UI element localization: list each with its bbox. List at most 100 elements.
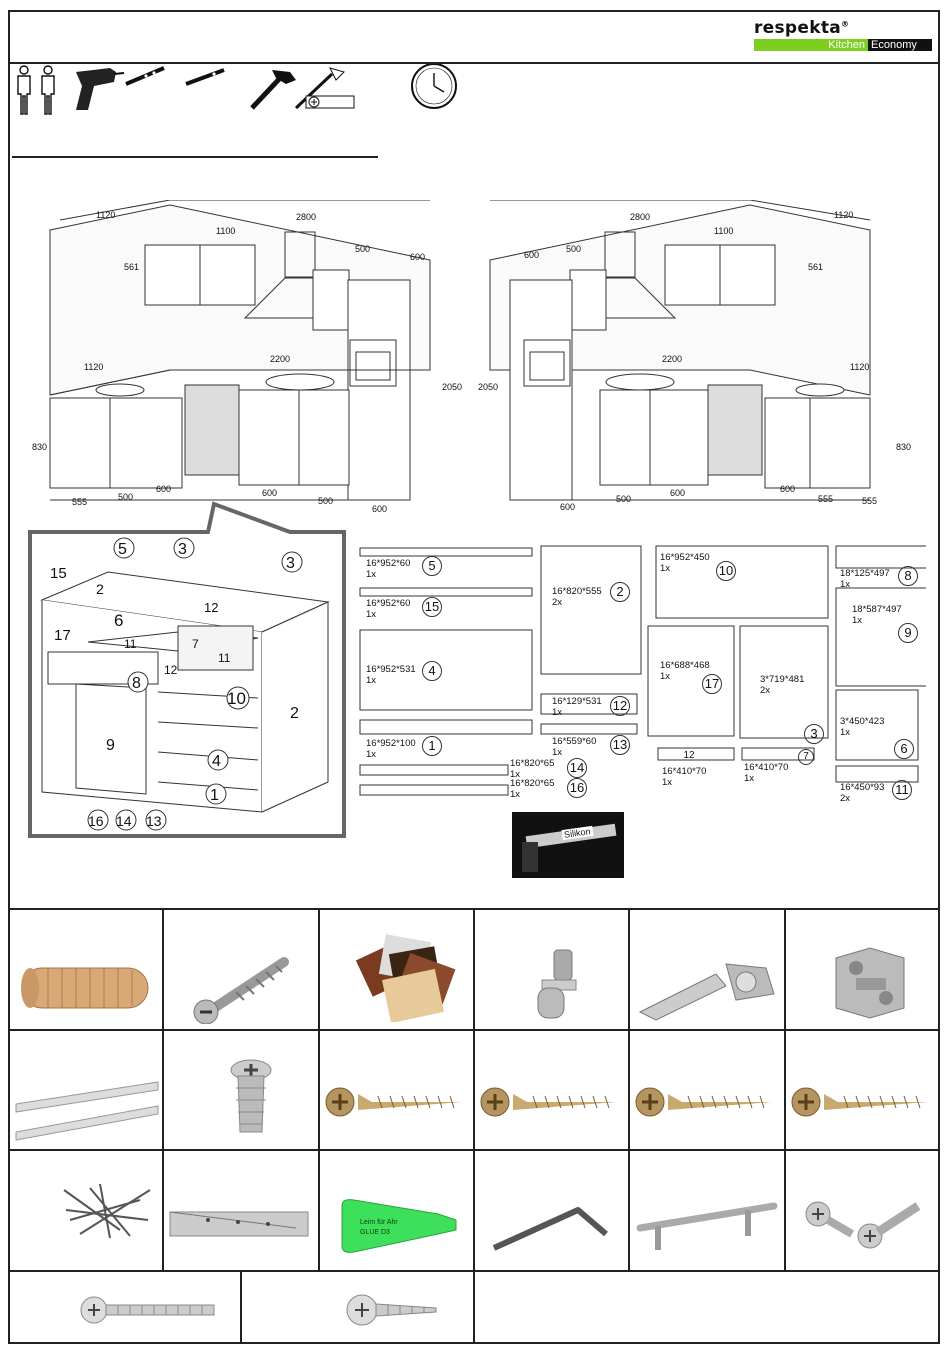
wood-screw-icon bbox=[635, 1087, 772, 1117]
part-15-number: 15 bbox=[422, 597, 442, 617]
part-10-number: 10 bbox=[716, 561, 736, 581]
dim-right-b555b: 555 bbox=[862, 496, 877, 506]
part-8-number: 8 bbox=[898, 566, 918, 586]
dim-left-f600: 600 bbox=[262, 488, 277, 498]
dim-left-f600b: 600 bbox=[372, 504, 387, 514]
part-17-number: 17 bbox=[702, 674, 722, 694]
dim-left-b500: 500 bbox=[118, 492, 133, 502]
dim-left-w600: 600 bbox=[410, 252, 425, 262]
dim-left-f500: 500 bbox=[318, 496, 333, 506]
dim-left-base-height: 830 bbox=[32, 442, 47, 452]
part-6-number: 6 bbox=[894, 739, 914, 759]
part-16-number: 16 bbox=[567, 778, 587, 798]
dim-right-w500: 500 bbox=[566, 244, 581, 254]
dim-right-total: 2800 bbox=[630, 212, 650, 222]
brand-tag-kitchen: Kitchen bbox=[754, 39, 868, 51]
confirmat-screw-icon bbox=[193, 957, 289, 1024]
drill-bit-small-icon bbox=[185, 68, 225, 86]
wood-screw-icon bbox=[325, 1087, 462, 1117]
kitchen-layout-drawings: 1120 2800 1100 561 500 600 1120 2200 205… bbox=[32, 200, 911, 514]
part-7-number: 7 bbox=[798, 749, 814, 765]
exploded-label-10: 10 bbox=[227, 689, 246, 708]
two-persons-icon bbox=[17, 65, 55, 115]
silikon-gun-image: Silikon bbox=[512, 812, 624, 878]
shelf-support-icon bbox=[537, 949, 577, 1019]
dim-right-f600: 600 bbox=[560, 502, 575, 512]
dim-left-total: 2800 bbox=[296, 212, 316, 222]
glue-line2: GLUE D3 bbox=[360, 1229, 390, 1236]
hardware-grid-col5 bbox=[784, 908, 786, 1272]
part-2-number: 2 bbox=[610, 582, 630, 602]
kitchen-layout-left bbox=[49, 200, 431, 501]
exploded-label-12b: 12 bbox=[164, 663, 178, 677]
nails-icon bbox=[63, 1183, 151, 1239]
exploded-label-2a: 2 bbox=[96, 581, 104, 597]
exploded-label-12a: 12 bbox=[204, 600, 218, 615]
drill-icon bbox=[76, 68, 125, 110]
dim-left-counter-depth: 1120 bbox=[84, 362, 103, 372]
exploded-label-15: 15 bbox=[50, 565, 67, 582]
handle-icon bbox=[636, 1202, 778, 1250]
wooden-dowel-icon bbox=[21, 967, 149, 1009]
part-13-number: 13 bbox=[610, 735, 630, 755]
long-screw-icon bbox=[80, 1296, 215, 1324]
exploded-label-17: 17 bbox=[54, 627, 71, 644]
dim-right-b555: 555 bbox=[818, 494, 833, 504]
hammer-icon bbox=[250, 70, 296, 110]
dim-left-counter: 2200 bbox=[270, 354, 290, 364]
euro-screw-icon bbox=[230, 1059, 272, 1133]
exploded-label-1: 1 bbox=[210, 787, 219, 804]
exploded-label-3a: 3 bbox=[178, 541, 187, 558]
exploded-label-3b: 3 bbox=[286, 555, 295, 572]
exploded-label-2b: 2 bbox=[290, 705, 299, 722]
screwdriver-icon bbox=[294, 67, 355, 110]
section-divider bbox=[12, 156, 378, 158]
dim-left-upper-height: 561 bbox=[124, 262, 139, 272]
header-divider bbox=[8, 62, 940, 64]
dim-right-f500: 500 bbox=[616, 494, 631, 504]
dim-left-b600: 600 bbox=[156, 484, 171, 494]
exploded-label-16: 16 bbox=[88, 813, 104, 829]
exploded-view: 5 3 3 15 2 6 12 17 11 7 11 12 8 10 2 9 4… bbox=[28, 501, 346, 838]
dim-left-upper-width: 1100 bbox=[216, 226, 235, 236]
exploded-label-5: 5 bbox=[118, 541, 127, 558]
handle-screws-icon bbox=[805, 1201, 921, 1249]
clock-icon bbox=[411, 64, 457, 109]
hardware-grid-col2 bbox=[318, 908, 320, 1272]
glue-line1: Leim für Ahr bbox=[360, 1219, 398, 1226]
dim-right-depth: 1120 bbox=[834, 210, 853, 220]
hardware-grid-col1 bbox=[162, 908, 164, 1272]
part-1-number: 1 bbox=[422, 736, 442, 756]
glue-tube-icon: Leim für Ahr GLUE D3 bbox=[341, 1199, 457, 1253]
dim-left-tall-height: 2050 bbox=[442, 382, 462, 392]
dim-left-w500: 500 bbox=[355, 244, 370, 254]
part-14-number: 14 bbox=[567, 758, 587, 778]
exploded-label-11a: 11 bbox=[124, 637, 137, 651]
brand-logo: respekta® Kitchen Economy bbox=[754, 18, 936, 51]
dim-right-upper-height: 561 bbox=[808, 262, 823, 272]
part-11-number: 11 bbox=[892, 780, 912, 800]
dim-left-b555: 555 bbox=[72, 497, 87, 507]
exploded-label-6: 6 bbox=[114, 611, 123, 630]
washer-screw-icon bbox=[346, 1294, 437, 1326]
allen-key-icon bbox=[492, 1207, 608, 1251]
hinge-mounting-plate-icon bbox=[835, 947, 905, 1019]
exploded-label-4: 4 bbox=[212, 753, 221, 770]
exploded-label-11b: 11 bbox=[218, 651, 231, 665]
dim-left-depth: 1120 bbox=[96, 210, 115, 220]
exploded-label-13: 13 bbox=[146, 813, 162, 829]
